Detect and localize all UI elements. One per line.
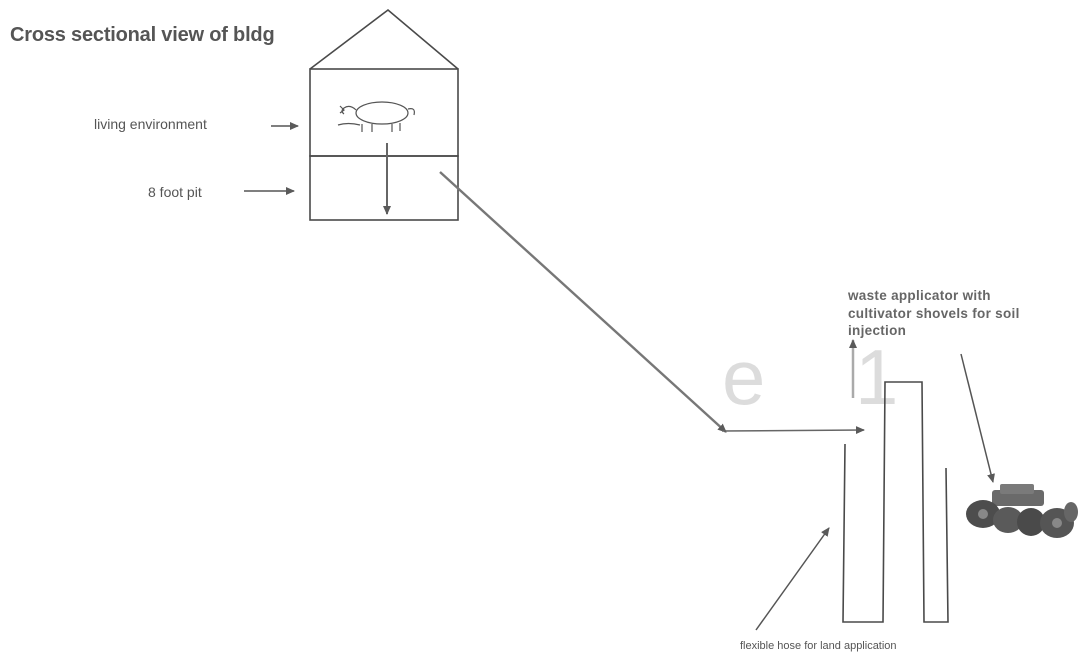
- hose-label: flexible hose for land application: [740, 640, 897, 652]
- pit-label: 8 foot pit: [148, 184, 202, 200]
- living-environment-label: living environment: [94, 116, 207, 132]
- building-roof: [309, 8, 459, 70]
- building: [309, 8, 459, 221]
- watermark-text: e 1: [722, 333, 933, 421]
- flexible-hose: [842, 381, 949, 623]
- flow-horizontal-arrow: [721, 426, 865, 435]
- tractor-icon: [966, 484, 1078, 538]
- pit-box: [309, 155, 459, 221]
- applicator-pointer: [960, 353, 995, 483]
- living-environment-box: [309, 68, 459, 157]
- hose-pointer: [755, 527, 830, 631]
- hose-outer: [842, 381, 949, 623]
- diagram-title: Cross sectional view of bldg: [10, 24, 275, 46]
- applicator-label: waste applicator with cultivator shovels…: [848, 288, 1020, 339]
- flow-diagonal-arrow: [439, 171, 727, 433]
- pig-icon: [337, 101, 415, 132]
